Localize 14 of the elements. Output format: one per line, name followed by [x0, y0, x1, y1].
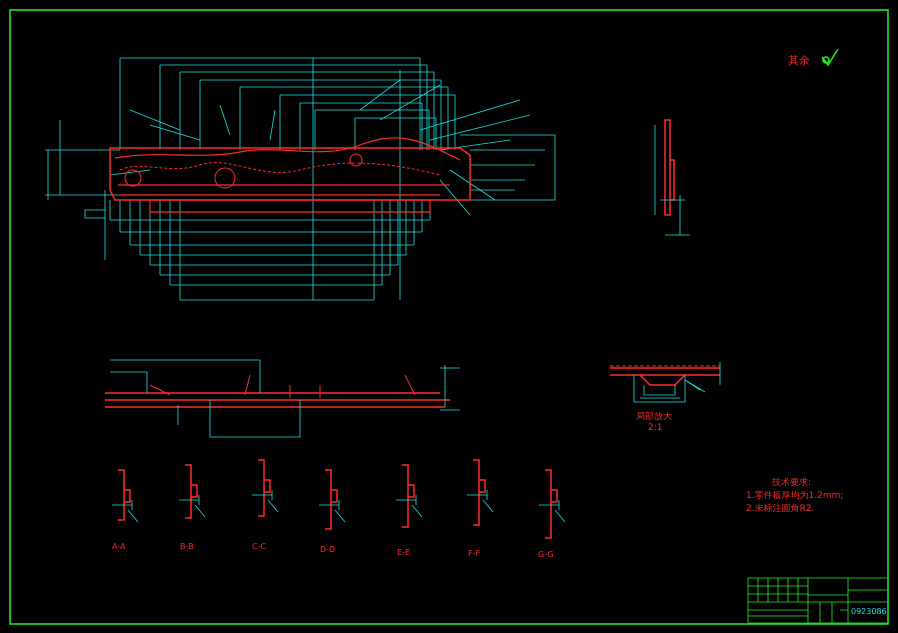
- requirement-item: 2.未标注圆角R2.: [746, 504, 814, 515]
- requirements-heading: 技术要求:: [772, 478, 812, 489]
- section-label: D-D: [320, 545, 336, 555]
- drawing-number: 0923086: [851, 607, 887, 617]
- requirement-item: 1.零件板厚均为1.2mm;: [746, 491, 844, 502]
- section-label: E-E: [397, 548, 410, 558]
- section-label: G-G: [538, 550, 554, 560]
- roughness-note: 其余: [788, 54, 810, 67]
- section-label: C-C: [252, 542, 266, 552]
- detail-view-label: 局部放大: [636, 412, 672, 423]
- section-label: B-B: [180, 542, 194, 552]
- section-label: F-F: [468, 549, 480, 559]
- scale-label: 2:1: [648, 423, 662, 434]
- section-label: A-A: [112, 542, 126, 552]
